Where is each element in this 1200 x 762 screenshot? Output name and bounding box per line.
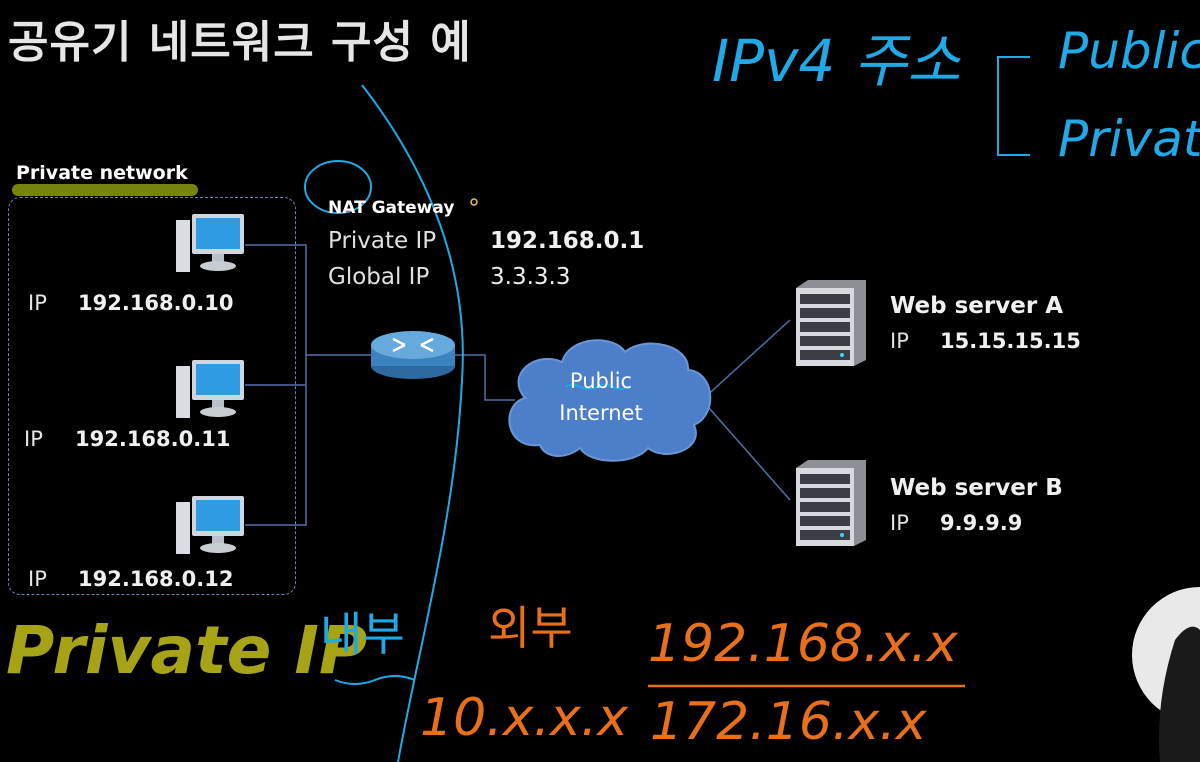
nat-circle-mark <box>304 160 372 214</box>
host-ip-value: 192.168.0.11 <box>75 427 231 451</box>
nat-private-ip-key: Private IP <box>328 228 437 254</box>
bracket-mark <box>997 56 1030 156</box>
pc-icon <box>176 496 244 554</box>
private-network-boundary <box>8 197 296 595</box>
handwritten-private-ip: Private IP <box>6 612 368 689</box>
pc-icon <box>176 360 244 418</box>
server-icon <box>796 280 866 366</box>
handwritten-outer: 외부 <box>488 601 573 655</box>
cloud-to-server-a-line <box>701 319 791 401</box>
server-a-name: Web server A <box>890 293 1063 319</box>
pc-icon <box>176 214 244 272</box>
server-icon <box>796 460 866 546</box>
handwritten-ipv4: IPv4 주소 <box>712 27 961 95</box>
host-ip-key: IP <box>28 291 47 315</box>
cloud-label-line2: Internet <box>559 401 643 425</box>
boundary-curve <box>361 84 464 762</box>
cursor-dot <box>470 198 478 206</box>
lan-links <box>245 244 791 526</box>
host-ip-value: 192.168.0.10 <box>78 291 234 315</box>
cloud-to-server-b-line <box>701 399 791 501</box>
private-network-underline <box>12 184 198 196</box>
public-underline <box>564 384 630 390</box>
handwritten-annotations <box>304 56 1030 762</box>
handwritten-private: Private <box>1058 110 1200 168</box>
server-b-ip-value: 9.9.9.9 <box>940 511 1023 535</box>
host-ip-value: 192.168.0.12 <box>78 567 234 591</box>
nat-gateway-title: NAT Gateway <box>328 198 455 218</box>
nat-private-ip-value: 192.168.0.1 <box>490 228 645 254</box>
server-a-ip-value: 15.15.15.15 <box>940 329 1081 353</box>
nat-global-ip-key: Global IP <box>328 264 430 290</box>
handwritten-range-10: 10.x.x.x <box>420 688 629 748</box>
handwritten-range-192: 192.168.x.x <box>648 614 958 674</box>
public-internet-cloud <box>508 339 712 462</box>
router-to-cloud-line <box>454 354 515 401</box>
cloud-label-line1: Public <box>569 369 633 393</box>
server-a-ip-key: IP <box>890 329 909 353</box>
page-title: 공유기 네트워크 구성 예 <box>8 17 472 68</box>
handwritten-range-172: 172.16.x.x <box>650 692 927 752</box>
server-b-ip-key: IP <box>890 511 909 535</box>
host-ip-key: IP <box>24 427 43 451</box>
handwritten-public: Public <box>1058 22 1200 80</box>
router-icon <box>371 331 455 379</box>
nat-global-ip-value: 3.3.3.3 <box>490 264 571 290</box>
private-network-label: Private network <box>16 162 188 184</box>
presenter-webcam <box>1132 587 1200 762</box>
inner-underline <box>334 675 416 685</box>
host-ip-key: IP <box>28 567 47 591</box>
server-b-name: Web server B <box>890 475 1063 501</box>
handwritten-inner: 내부 <box>320 607 405 661</box>
